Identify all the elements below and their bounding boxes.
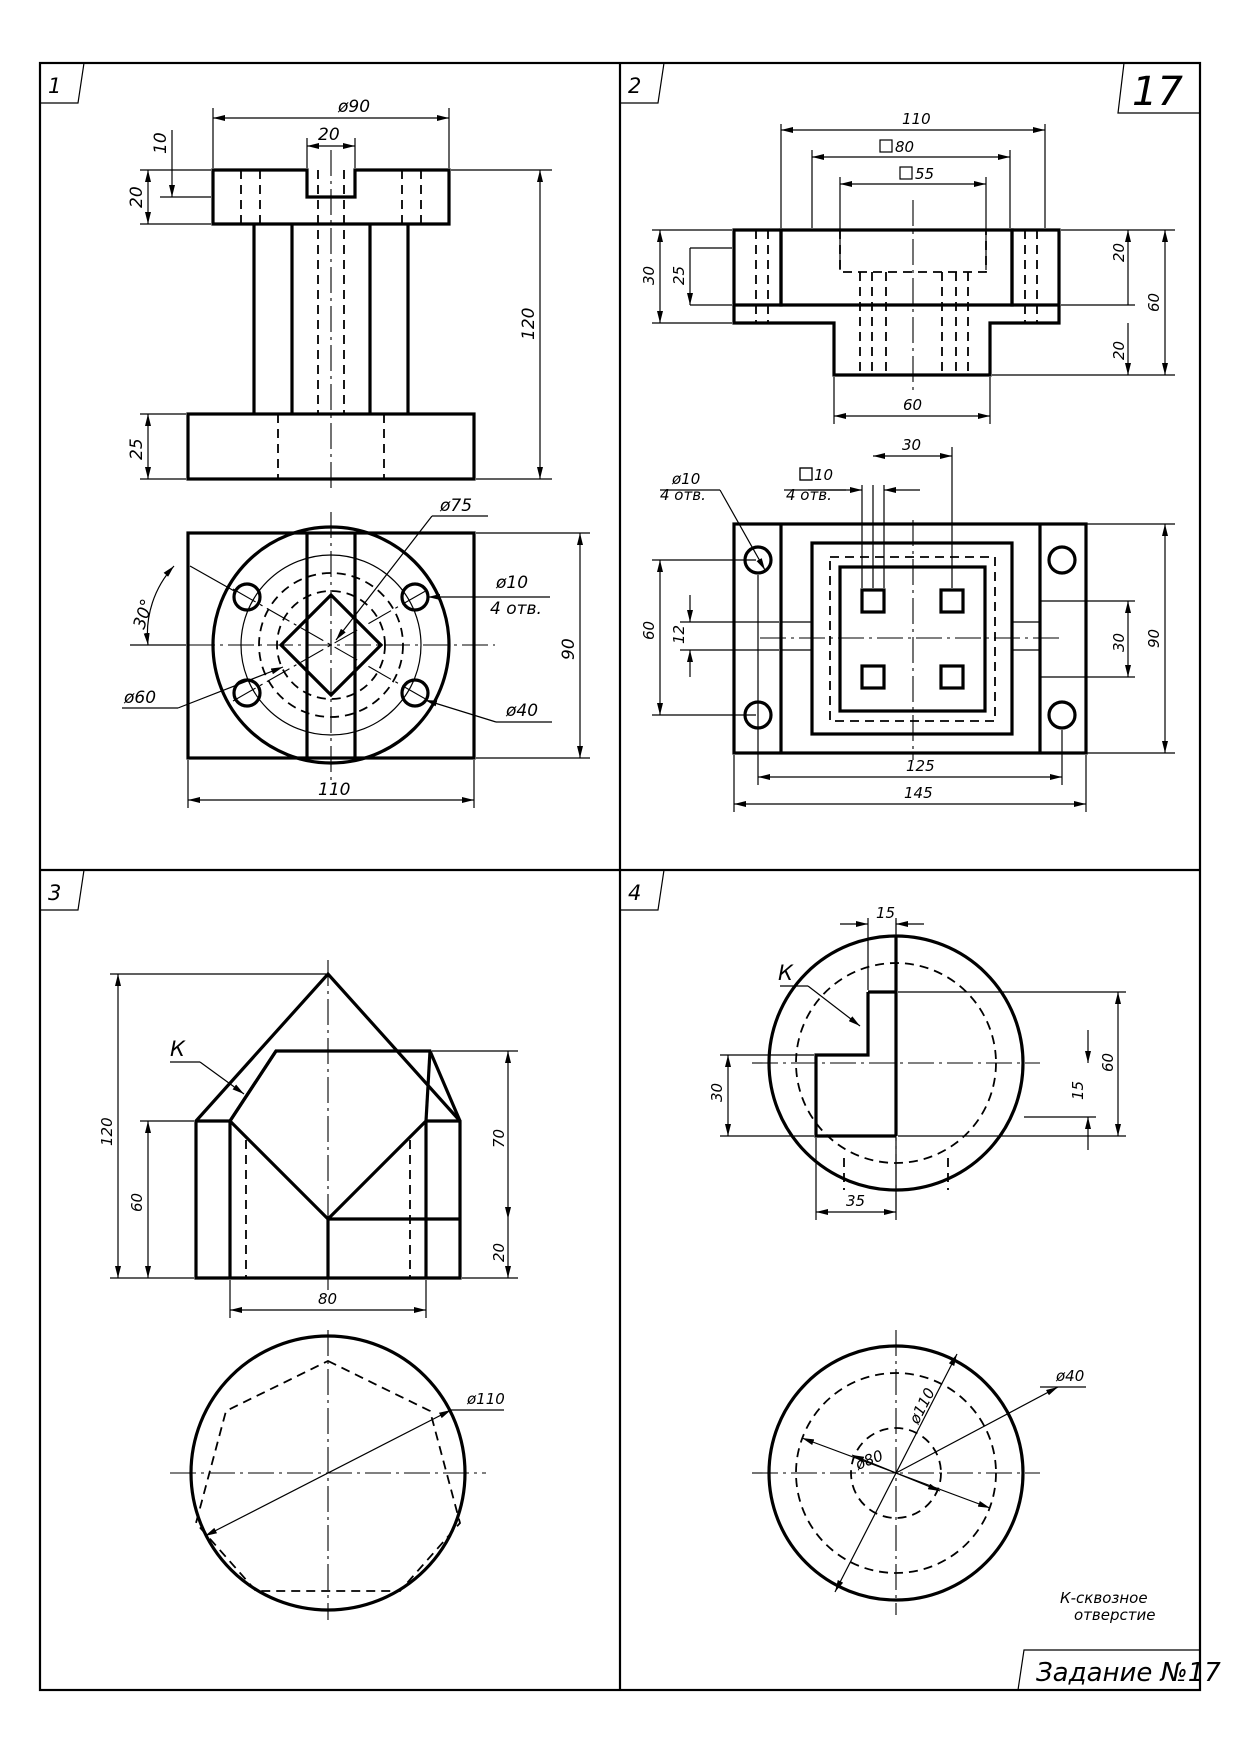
dim-p1-holes: 4 отв. — [490, 599, 542, 619]
panel-2-top-view: 90 30 60 12 125 145 30 10 4 отв. — [640, 436, 1175, 812]
dim-p3-w80: 80 — [318, 1290, 337, 1308]
note-line-2: отверстие — [1074, 1606, 1155, 1624]
dim-p2-holes2: 4 отв. — [786, 486, 832, 504]
panel-1-front-view: ø90 20 10 20 120 25 — [127, 97, 552, 492]
panel-3-front-view: 120 60 70 20 80 К — [98, 960, 518, 1318]
panel-2-front-view: 110 80 55 30 25 20 20 60 60 — [640, 110, 1175, 424]
dim-p1-ang30: 30° — [130, 597, 158, 632]
dim-p1-h20: 20 — [127, 186, 147, 208]
panel-number-2: 2 — [628, 74, 641, 98]
dim-p2-sq10: 10 — [814, 466, 833, 484]
dim-p3-h20: 20 — [490, 1243, 508, 1262]
panel-4-front-view: 15 60 15 30 35 К — [708, 904, 1126, 1220]
panel-4-top-view: ø110 ø80 ø40 К-сквозное отверстие — [752, 1330, 1155, 1624]
note-line-1: К-сквозное — [1060, 1589, 1148, 1607]
dim-p1-d90: ø90 — [337, 97, 370, 117]
dim-p2-w125: 125 — [906, 757, 935, 775]
dim-p1-d10: ø10 — [495, 573, 528, 593]
dim-p2-v12: 12 — [670, 625, 688, 644]
dim-p4-w35: 35 — [846, 1192, 865, 1210]
dim-p2-h20b: 20 — [1110, 341, 1128, 360]
footer-box: Задание №17 — [1017, 1649, 1221, 1691]
dim-p1-w110: 110 — [318, 780, 350, 800]
dim-p1-h25: 25 — [127, 438, 147, 460]
dim-p2-w30: 30 — [902, 436, 921, 454]
dim-p2-d10: ø10 — [671, 470, 700, 488]
dim-p2-w60: 60 — [903, 396, 922, 414]
dim-p2-sq80: 80 — [895, 138, 914, 156]
dim-p2-v90: 90 — [1145, 629, 1163, 648]
dim-p1-d60: ø60 — [123, 688, 156, 708]
dim-p2-v60: 60 — [640, 621, 658, 640]
dim-p3-h120: 120 — [98, 1117, 116, 1146]
sheet-frame — [38, 61, 1202, 1692]
dim-p4-d40: ø40 — [1055, 1367, 1084, 1385]
panel-number-3: 3 — [48, 881, 61, 905]
dim-p1-d75: ø75 — [439, 496, 472, 516]
label-p3-k: К — [170, 1037, 186, 1061]
panel-number-box-3: 3 — [40, 869, 85, 911]
dim-p3-h70: 70 — [490, 1129, 508, 1148]
dim-p2-h20a: 20 — [1110, 243, 1128, 262]
panel-number-box-1: 1 — [40, 62, 85, 104]
panel-number-box-4: 4 — [620, 869, 665, 911]
dim-p4-h30: 30 — [708, 1083, 726, 1102]
footer-label: Задание №17 — [1036, 1658, 1221, 1688]
panel-3-top-view: ø110 — [170, 1330, 505, 1620]
dim-p2-h30: 30 — [640, 266, 658, 285]
dim-p2-w145: 145 — [904, 784, 933, 802]
dim-p3-h60: 60 — [128, 1193, 146, 1212]
variant-number: 17 — [1132, 69, 1183, 115]
dim-p1-h90: 90 — [559, 638, 579, 660]
square-symbol — [799, 467, 813, 481]
variant-number-box: 17 — [1117, 62, 1200, 115]
panel-number-1: 1 — [48, 74, 61, 98]
panel-number-box-2: 2 — [620, 62, 665, 104]
dim-p2-holes1: 4 отв. — [660, 486, 706, 504]
dim-p2-sq55: 55 — [915, 165, 934, 183]
dim-p1-h10: 10 — [151, 132, 171, 154]
panel-1-top-view: 110 90 ø75 ø10 4 отв. 30° ø60 ø40 — [122, 496, 590, 808]
dim-p1-h120: 120 — [519, 308, 539, 340]
dim-p2-h60: 60 — [1145, 293, 1163, 312]
dim-p2-v30: 30 — [1110, 633, 1128, 652]
dim-p4-d80: ø80 — [852, 1446, 886, 1474]
dim-p1-w20: 20 — [318, 125, 340, 145]
dim-p1-d40: ø40 — [505, 701, 538, 721]
dim-p3-d110: ø110 — [466, 1390, 505, 1408]
dim-p2-w110: 110 — [902, 110, 931, 128]
dim-p4-d110: ø110 — [905, 1385, 939, 1428]
dim-p4-h15: 15 — [1069, 1081, 1087, 1100]
dim-p2-h25: 25 — [670, 266, 688, 285]
panel-number-4: 4 — [628, 881, 641, 905]
label-p4-k: К — [778, 961, 794, 985]
dim-p4-w15: 15 — [876, 904, 895, 922]
dim-p4-h60: 60 — [1099, 1053, 1117, 1072]
